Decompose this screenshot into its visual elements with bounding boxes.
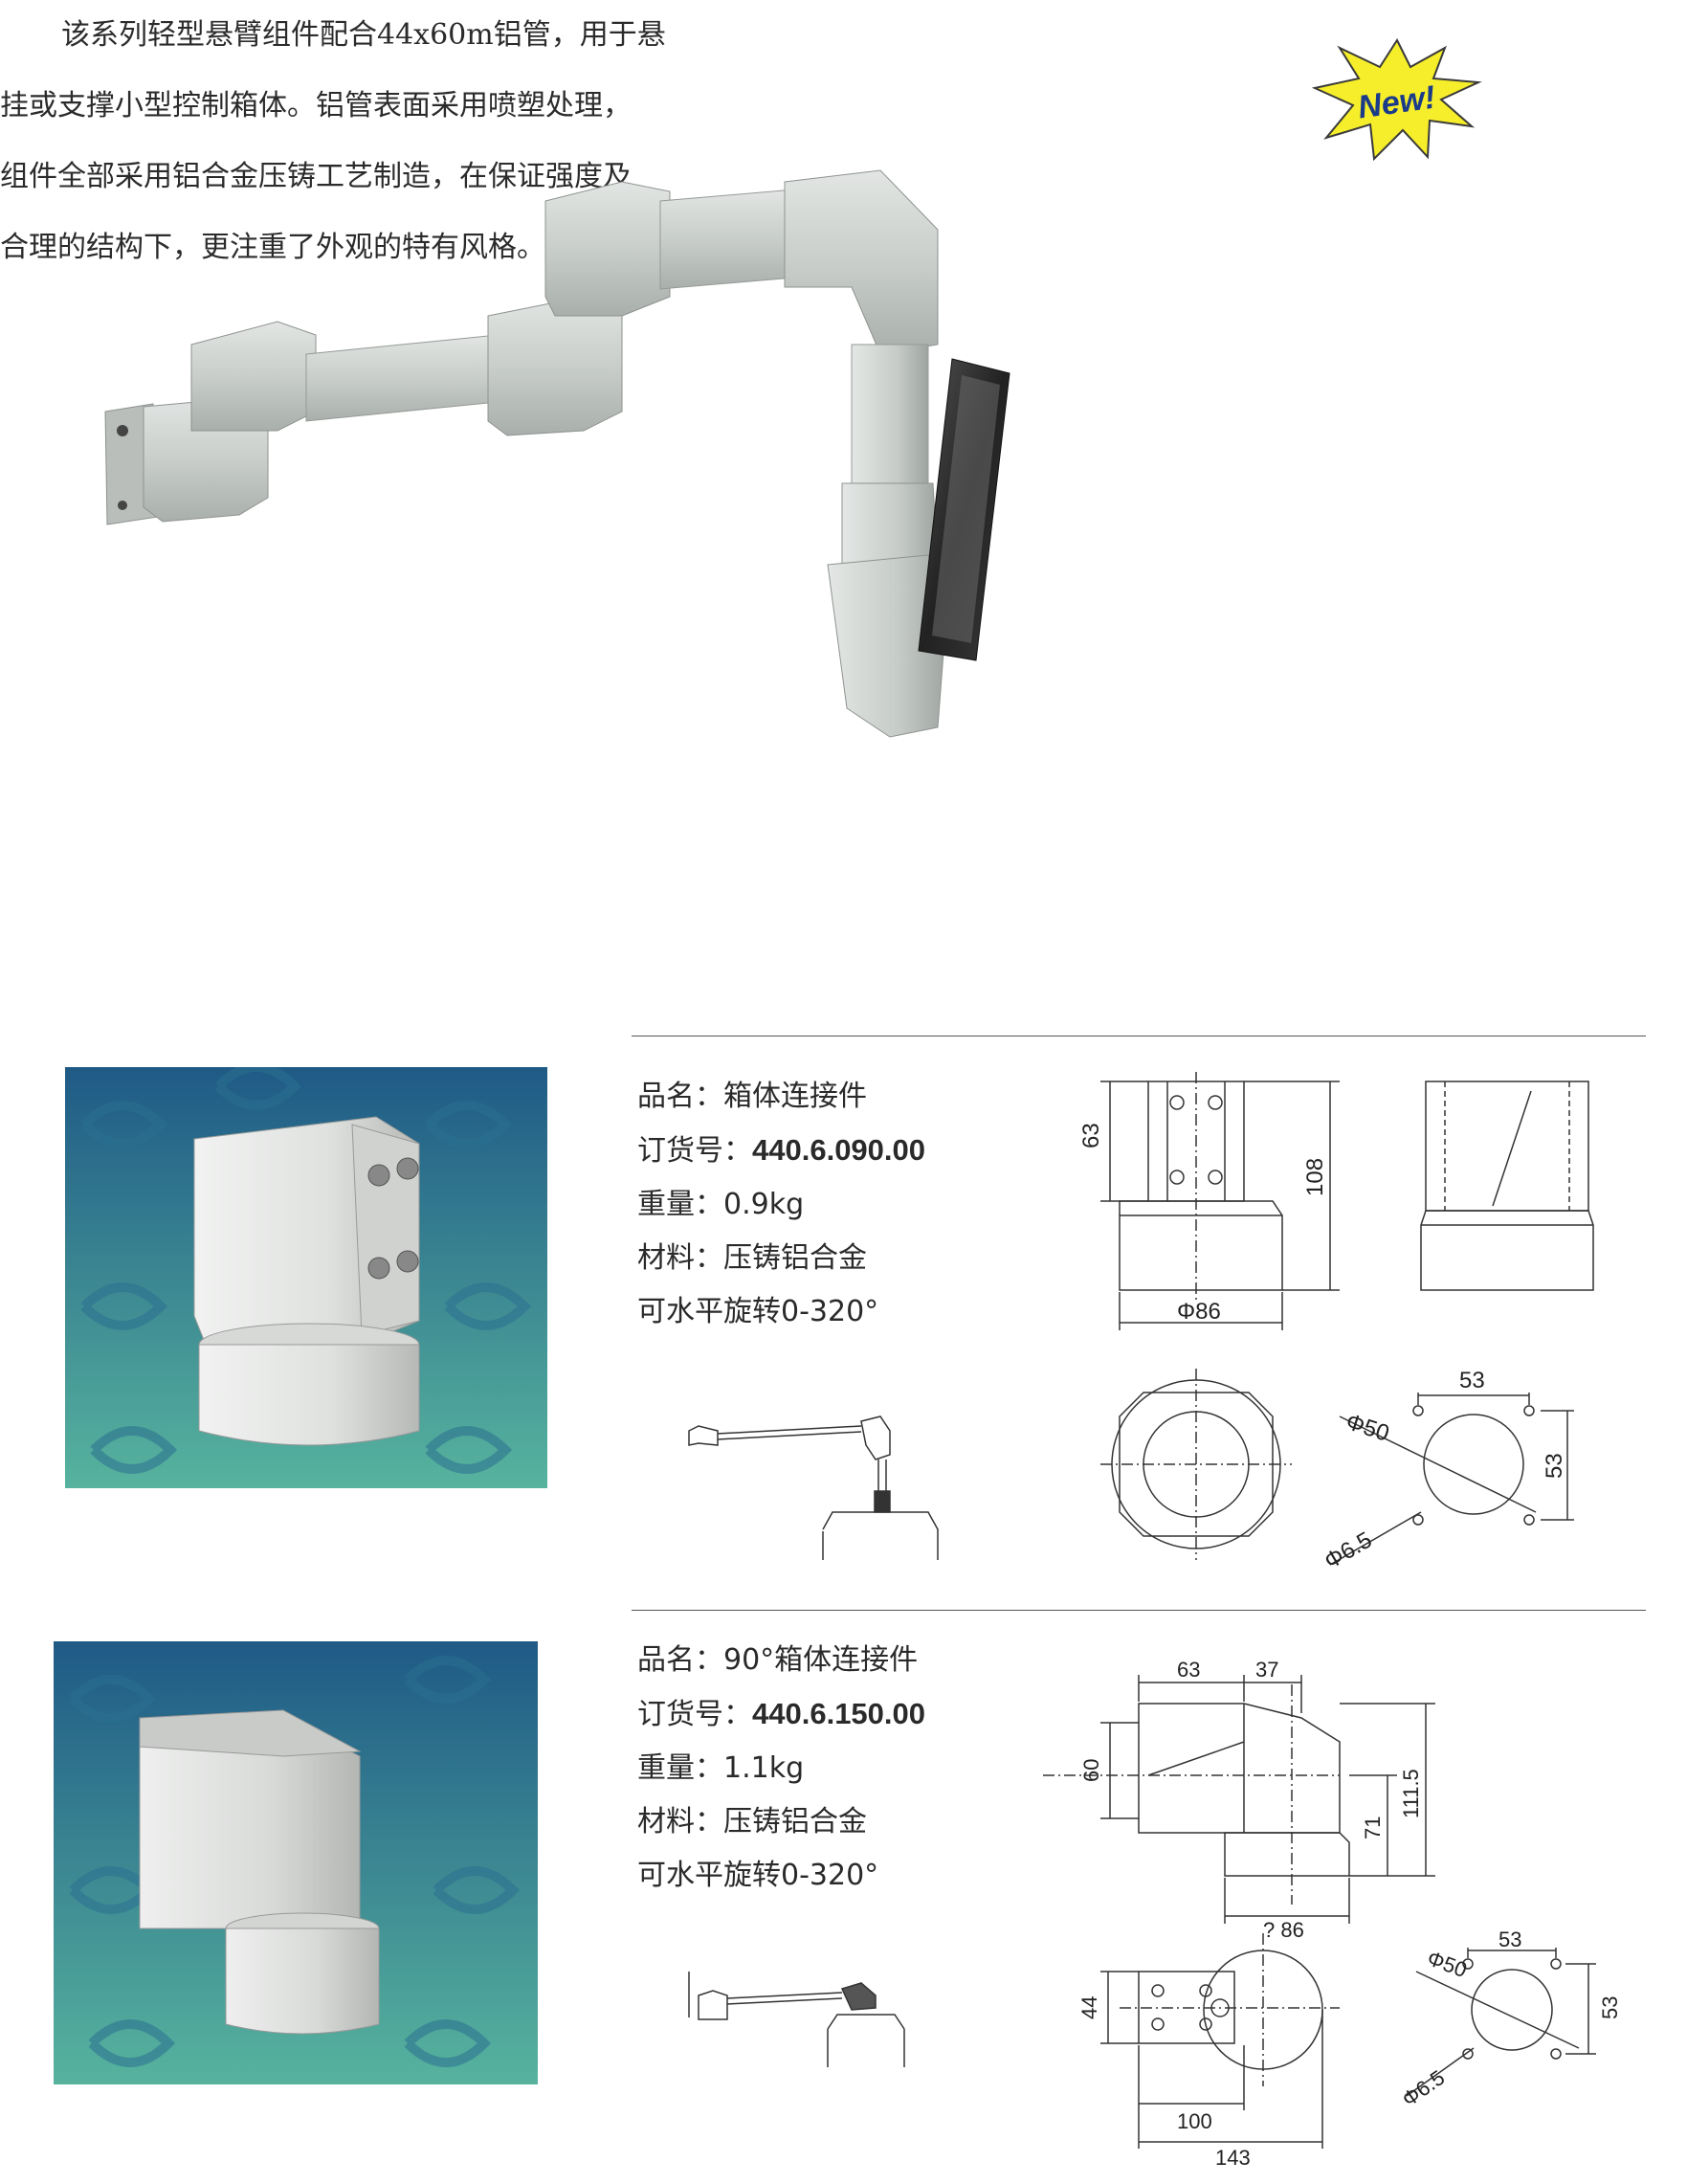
order-number: 440.6.150.00 [752, 1697, 926, 1730]
intro-paragraph: 该系列轻型悬臂组件配合44x60m铝管，用于悬 挂或支撑小型控制箱体。铝管表面采… [0, 0, 708, 283]
material-row: 材料：压铸铝合金 [637, 1805, 867, 1839]
dim-label: 44 [1077, 1996, 1101, 2019]
dimension-labels-2: 63 37 60 71 111.5 ? 86 44 100 143 53 53 … [1077, 1658, 1622, 2170]
order-number-row: 订货号：440.6.090.00 [637, 1133, 926, 1168]
dim-label: 71 [1361, 1816, 1385, 1839]
new-badge: New! [1311, 38, 1482, 162]
dim-label: 63 [1078, 1123, 1104, 1148]
product-1-specs: 品名：箱体连接件 订货号：440.6.090.00 重量：0.9kg 材料：压铸… [637, 1070, 925, 1339]
product-photo-1 [65, 1067, 547, 1488]
product-name: 90°箱体连接件 [723, 1643, 919, 1677]
dim-label: Φ86 [1177, 1299, 1221, 1325]
dim-label: ? 86 [1263, 1918, 1304, 1942]
dim-label: 63 [1177, 1658, 1200, 1682]
intro-line: 组件全部采用铝合金压铸工艺制造，在保证强度及 [0, 160, 632, 193]
order-number-row: 订货号：440.6.150.00 [637, 1697, 926, 1731]
weight-value: 0.9kg [723, 1188, 805, 1221]
technical-drawing-1 [688, 1072, 1594, 1566]
dim-label: 100 [1177, 2109, 1212, 2133]
dim-label: 37 [1255, 1658, 1278, 1682]
cantilever-arm-illustration [104, 169, 1010, 738]
dim-label: Φ6.5 [1321, 1527, 1377, 1575]
dim-label: 53 [1498, 1928, 1521, 1951]
order-number: 440.6.090.00 [752, 1133, 926, 1167]
product-2-specs: 品名：90°箱体连接件 订货号：440.6.150.00 重量：1.1kg 材料… [637, 1634, 925, 1903]
intro-line: 该系列轻型悬臂组件配合44x60m铝管，用于悬 [61, 18, 666, 52]
dim-label: 111.5 [1399, 1769, 1423, 1818]
dim-label: 53 [1542, 1453, 1567, 1479]
starburst-icon [1311, 38, 1482, 162]
material-value: 压铸铝合金 [723, 1241, 867, 1275]
product-name-row: 品名：箱体连接件 [637, 1080, 867, 1113]
rotation-row: 可水平旋转0-320° [637, 1295, 879, 1328]
dimension-labels-1: 63 108 Φ86 53 53 Φ50 Φ6.5 [1078, 1123, 1567, 1575]
section-divider [632, 1610, 1646, 1611]
dim-label: Φ6.5 [1398, 2065, 1450, 2111]
product-photo-2 [54, 1641, 538, 2084]
intro-line: 挂或支撑小型控制箱体。铝管表面采用喷塑处理， [0, 89, 632, 123]
weight-row: 重量：1.1kg [637, 1751, 805, 1785]
dim-label: Φ50 [1424, 1946, 1470, 1982]
dim-label: 108 [1302, 1158, 1328, 1196]
intro-line: 合理的结构下，更注重了外观的特有风格。 [0, 231, 545, 264]
technical-drawing-2 [688, 1675, 1596, 2149]
material-row: 材料：压铸铝合金 [637, 1241, 867, 1275]
weight-value: 1.1kg [723, 1751, 805, 1785]
weight-row: 重量：0.9kg [637, 1188, 805, 1221]
product-name-row: 品名：90°箱体连接件 [637, 1643, 919, 1677]
dim-label: 143 [1215, 2146, 1251, 2170]
dim-label: 53 [1459, 1368, 1485, 1393]
product-name: 箱体连接件 [723, 1080, 867, 1113]
rotation-row: 可水平旋转0-320° [637, 1859, 879, 1892]
dim-label: 60 [1079, 1759, 1103, 1782]
material-value: 压铸铝合金 [723, 1805, 867, 1839]
dim-label: Φ50 [1343, 1409, 1392, 1447]
dim-label: 53 [1598, 1996, 1622, 2019]
